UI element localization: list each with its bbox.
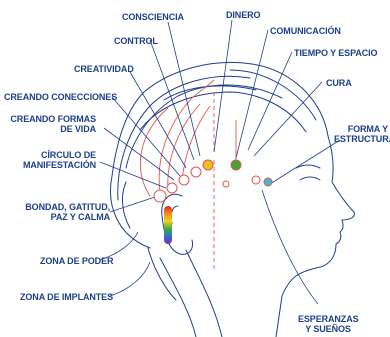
label-creando-formas: CREANDO FORMAS DE VIDA — [8, 114, 96, 134]
label-creando-formas-line-1: CREANDO FORMAS — [8, 114, 96, 124]
label-bondad-gratitud: BONDAD, GATITUD, PAZ Y CALMA — [14, 202, 110, 222]
label-circulo-line-1: CÍRCULO DE — [16, 150, 96, 160]
label-zona-de-implantes: ZONA DE IMPLANTES — [20, 292, 113, 302]
label-tiempo-y-espacio: TIEMPO Y ESPACIO — [294, 48, 377, 58]
label-comunicacion: COMUNICACIÓN — [270, 26, 341, 36]
label-consciencia: CONSCIENCIA — [122, 12, 184, 22]
label-bondad-line-2: PAZ Y CALMA — [14, 212, 110, 222]
label-esperanzas-line-2: Y SUEÑOS — [298, 324, 358, 334]
label-zona-de-poder: ZONA DE PODER — [40, 256, 113, 266]
label-cura: CURA — [326, 78, 352, 88]
label-circulo-line-2: MANIFESTACIÓN — [16, 160, 96, 170]
label-esperanzas-line-1: ESPERANZAS — [298, 314, 358, 324]
label-dinero: DINERO — [226, 10, 260, 20]
label-creando-formas-line-2: DE VIDA — [8, 124, 96, 134]
energy-lines — [140, 80, 236, 272]
rainbow-bar-icon — [164, 206, 172, 244]
label-creatividad: CREATIVIDAD — [74, 64, 134, 74]
label-forma-y-estructura-line-2: ESTRUCTURA — [334, 134, 388, 144]
label-circulo-de-manifestacion: CÍRCULO DE MANIFESTACIÓN — [16, 150, 96, 170]
label-control: CONTROL — [114, 36, 158, 46]
label-forma-y-estructura-line-1: FORMA Y — [334, 124, 388, 134]
label-creando-conecciones: CREANDO CONECCIONES — [4, 92, 117, 102]
label-esperanzas-y-suenos: ESPERANZAS Y SUEÑOS — [298, 314, 358, 334]
label-bondad-line-1: BONDAD, GATITUD, — [14, 202, 110, 212]
label-forma-y-estructura: FORMA Y ESTRUCTURA — [334, 124, 388, 144]
